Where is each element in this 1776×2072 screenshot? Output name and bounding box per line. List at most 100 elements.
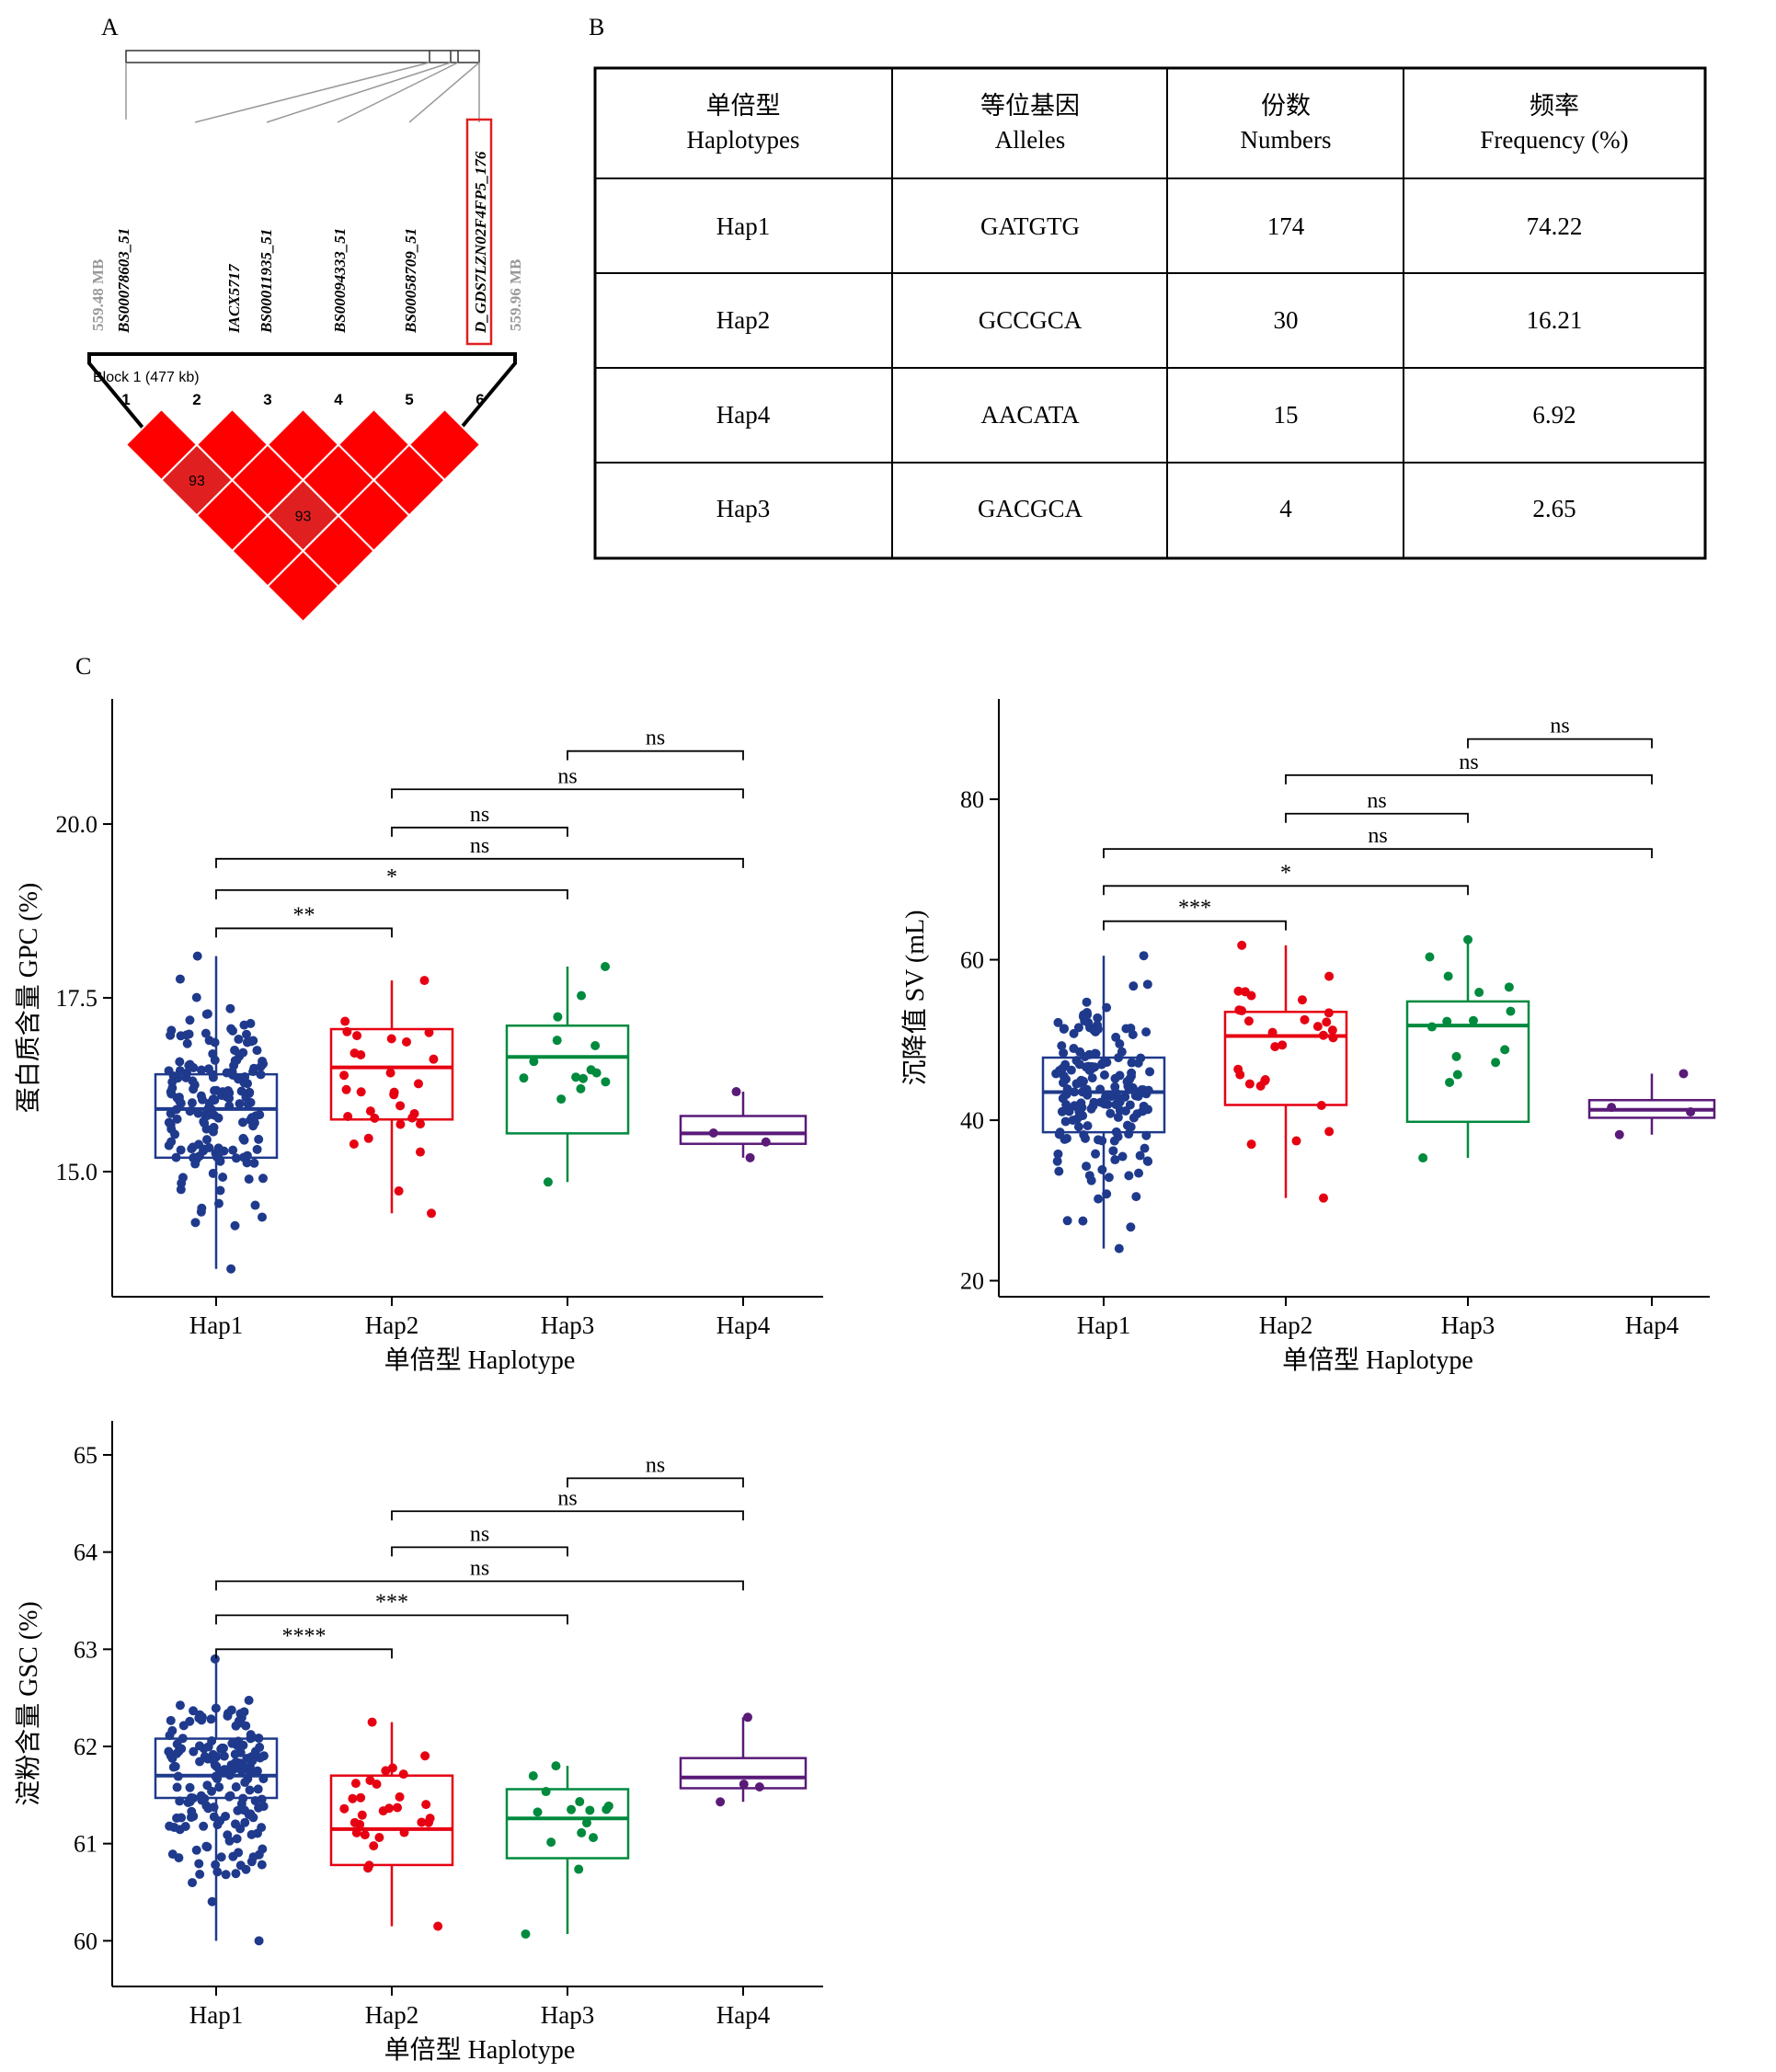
data-point-Hap1 <box>164 1746 174 1757</box>
data-point-Hap1 <box>236 1766 246 1776</box>
data-point-Hap1 <box>209 1122 219 1132</box>
table-cell: 174 <box>1267 212 1305 240</box>
data-point-Hap1 <box>1102 1002 1112 1013</box>
y-tick-label: 17.5 <box>56 985 98 1012</box>
data-point-Hap3 <box>529 1057 539 1067</box>
data-point-Hap1 <box>218 1743 228 1753</box>
data-point-Hap1 <box>245 1785 255 1795</box>
data-point-Hap1 <box>241 1029 251 1039</box>
data-point-Hap1 <box>166 1087 176 1097</box>
data-point-Hap1 <box>191 1154 201 1164</box>
chromosome-bar <box>125 50 480 63</box>
significance-label: * <box>1280 861 1291 885</box>
data-point-Hap2 <box>363 1133 373 1143</box>
data-point-Hap1 <box>226 1024 236 1034</box>
y-tick-label: 40 <box>960 1107 984 1134</box>
table-cell: GCCGCA <box>979 306 1083 334</box>
data-point-Hap3 <box>521 1929 531 1939</box>
data-point-Hap1 <box>1073 1023 1083 1033</box>
data-point-Hap1 <box>1127 1058 1137 1068</box>
data-point-Hap1 <box>1120 1106 1130 1116</box>
y-tick-label: 65 <box>74 1442 97 1469</box>
data-point-Hap3 <box>1468 1015 1478 1025</box>
table-cell: 2.65 <box>1532 495 1575 522</box>
data-point-Hap1 <box>234 1736 244 1746</box>
data-point-Hap1 <box>1117 1151 1128 1162</box>
marker-name-4: BS00094333_51 <box>331 228 349 334</box>
significance-label: **** <box>282 1624 327 1648</box>
table-cell: AACATA <box>980 401 1080 429</box>
significance-label: *** <box>1178 897 1211 921</box>
box-Hap2 <box>329 1774 454 1867</box>
data-point-Hap1 <box>235 1099 245 1109</box>
header-cn-1: 单倍型 <box>706 92 781 120</box>
data-point-Hap1 <box>248 1067 258 1077</box>
table-cell: Hap3 <box>716 495 770 522</box>
data-point-Hap1 <box>1060 1134 1070 1144</box>
data-point-Hap1 <box>1082 1007 1092 1017</box>
data-point-Hap1 <box>197 1795 207 1805</box>
marker-name-3: BS00011935_51 <box>258 229 275 334</box>
data-point-Hap1 <box>189 1706 199 1716</box>
data-point-Hap1 <box>167 1077 178 1087</box>
data-point-Hap1 <box>186 1792 196 1803</box>
data-point-Hap1 <box>1128 1029 1138 1039</box>
ld-value: 93 <box>295 509 312 525</box>
y-tick-label: 61 <box>74 1831 97 1858</box>
significance-label: ns <box>1459 750 1478 774</box>
data-point-Hap3 <box>575 1797 585 1807</box>
data-point-Hap1 <box>199 1821 209 1831</box>
data-point-Hap1 <box>244 1174 254 1185</box>
significance-bracket <box>391 826 568 837</box>
y-tick-label: 62 <box>74 1734 97 1760</box>
significance-label: ns <box>1550 715 1569 738</box>
data-point-Hap1 <box>1097 1164 1107 1174</box>
significance-bracket <box>391 788 744 799</box>
data-point-Hap3 <box>533 1807 543 1817</box>
panel-label-a: A <box>101 14 119 40</box>
table-cell: GATGTG <box>980 212 1080 240</box>
significance-label: *** <box>375 1590 408 1614</box>
data-point-Hap1 <box>1108 1146 1118 1156</box>
data-point-Hap2 <box>349 1048 360 1059</box>
data-point-Hap1 <box>1137 1084 1147 1094</box>
data-point-Hap1 <box>244 1695 254 1705</box>
data-point-Hap1 <box>1073 1122 1083 1132</box>
data-point-Hap1 <box>239 1135 249 1145</box>
data-point-Hap1 <box>225 1791 235 1801</box>
y-tick-label: 80 <box>960 786 984 813</box>
data-point-Hap1 <box>167 1753 178 1763</box>
block-label: Block 1 (477 kb) <box>93 370 200 385</box>
data-point-Hap4 <box>745 1152 755 1162</box>
data-point-Hap1 <box>1087 1073 1097 1083</box>
box-Hap3 <box>505 1024 630 1135</box>
data-point-Hap1 <box>254 1134 264 1144</box>
significance-label: ns <box>557 1486 577 1510</box>
data-point-Hap1 <box>1141 1027 1152 1037</box>
marker-connector <box>337 62 459 123</box>
data-point-Hap1 <box>1139 951 1149 961</box>
data-point-Hap1 <box>201 1841 212 1851</box>
data-point-Hap1 <box>1082 1162 1092 1172</box>
significance-label: ns <box>470 1556 489 1580</box>
significance-bracket <box>567 1477 744 1488</box>
data-point-Hap1 <box>1138 1106 1148 1116</box>
data-point-Hap1 <box>242 1150 252 1161</box>
data-point-Hap1 <box>164 1066 174 1076</box>
data-point-Hap3 <box>567 1804 577 1814</box>
data-point-Hap2 <box>378 1806 388 1816</box>
significance-label: ns <box>646 727 665 750</box>
significance-bracket <box>1285 812 1469 823</box>
ld-block-panel: A 559.48 MB 559.96 MB BS00078603_51 IACX… <box>87 14 524 624</box>
data-point-Hap1 <box>1083 1061 1094 1071</box>
data-point-Hap1 <box>1103 1091 1113 1101</box>
data-point-Hap1 <box>186 1813 196 1823</box>
data-point-Hap2 <box>1246 990 1256 1001</box>
header-cn-2: 等位基因 <box>980 92 1080 120</box>
data-point-Hap1 <box>246 1036 257 1047</box>
data-point-Hap2 <box>1243 1016 1254 1026</box>
data-point-Hap3 <box>1445 1077 1455 1087</box>
data-point-Hap1 <box>178 1734 188 1744</box>
data-point-Hap1 <box>1058 1063 1068 1073</box>
data-point-Hap1 <box>1115 1070 1125 1081</box>
